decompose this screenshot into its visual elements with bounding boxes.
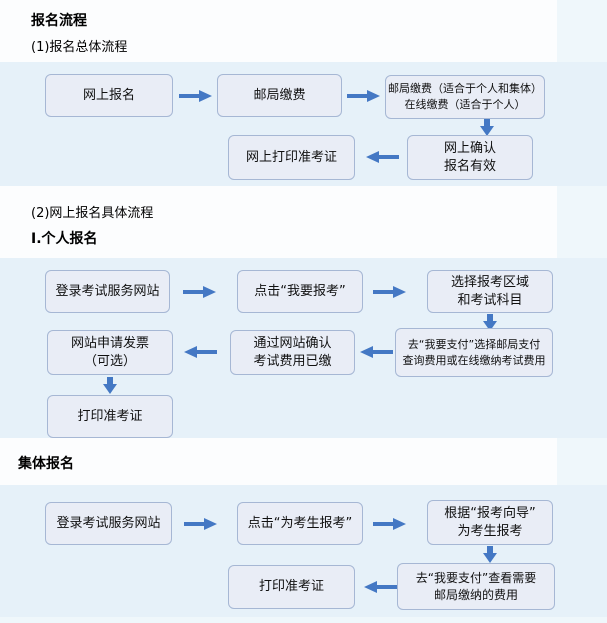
flow-box-confirm-valid: 网上确认 报名有效 (407, 135, 533, 180)
section-group-label: 集体报名 (18, 456, 74, 472)
flow-box-click-register-group: 点击“为考生报考” (237, 502, 363, 545)
flow-box-go-pay: 去“我要支付”选择邮局支付 查询费用或在线缴纳考试费用 (395, 328, 553, 377)
flow-box-online-register: 网上报名 (45, 74, 173, 117)
section-individual-label: Ⅰ.个人报名 (31, 231, 98, 247)
flow-box-print-ticket-online: 网上打印准考证 (228, 135, 355, 180)
flow-box-choose-area: 选择报考区域 和考试科目 (427, 270, 553, 313)
arrow-right-icon (184, 517, 218, 531)
section-group-band: 集体报名 (0, 438, 557, 485)
flow-box-confirm-paid: 通过网站确认 考试费用已缴 (230, 330, 355, 375)
section-detail-label: (2)网上报名具体流程 (31, 206, 154, 221)
flow-box-invoice: 网站申请发票 （可选） (47, 330, 173, 375)
arrow-right-icon (179, 89, 213, 103)
section-detail-band: (2)网上报名具体流程 Ⅰ.个人报名 (0, 186, 557, 258)
page-title: 报名流程 (31, 13, 87, 29)
flow-box-login-group: 登录考试服务网站 (45, 502, 172, 545)
arrow-down-icon (103, 377, 117, 394)
arrow-right-icon (347, 89, 381, 103)
arrow-down-icon (480, 119, 494, 136)
flow-box-click-register: 点击“我要报考” (237, 270, 363, 313)
arrow-right-icon (373, 285, 407, 299)
flow-box-wizard: 根据“报考向导” 为考生报考 (427, 500, 553, 545)
flowchart-individual-panel: 登录考试服务网站 点击“我要报考” 选择报考区域 和考试科目 网站申请发票 （可… (0, 258, 607, 438)
flowchart-group-panel: 登录考试服务网站 点击“为考生报考” 根据“报考向导” 为考生报考 打印准考证 … (0, 485, 607, 617)
arrow-left-icon (183, 345, 217, 359)
arrow-right-icon (373, 517, 407, 531)
flow-box-pay-options: 邮局缴费（适合于个人和集体） 在线缴费（适合于个人） (385, 75, 545, 119)
arrow-down-icon (483, 314, 497, 331)
flow-box-post-pay: 邮局缴费 (217, 74, 342, 117)
section-overall-label: (1)报名总体流程 (31, 40, 128, 55)
flow-box-print-ticket-group: 打印准考证 (228, 565, 355, 609)
header-band: 报名流程 (1)报名总体流程 (0, 0, 557, 62)
flow-box-login: 登录考试服务网站 (45, 270, 170, 313)
arrow-left-icon (359, 345, 393, 359)
arrow-right-icon (183, 285, 217, 299)
arrow-left-icon (365, 150, 399, 164)
arrow-down-icon (483, 546, 497, 563)
flowchart-overall-panel: 网上报名 邮局缴费 邮局缴费（适合于个人和集体） 在线缴费（适合于个人） 网上打… (0, 62, 607, 186)
flow-box-go-pay-group: 去“我要支付”查看需要 邮局缴纳的费用 (397, 563, 555, 610)
arrow-left-icon (363, 580, 397, 594)
flow-box-print-ticket: 打印准考证 (47, 395, 173, 438)
